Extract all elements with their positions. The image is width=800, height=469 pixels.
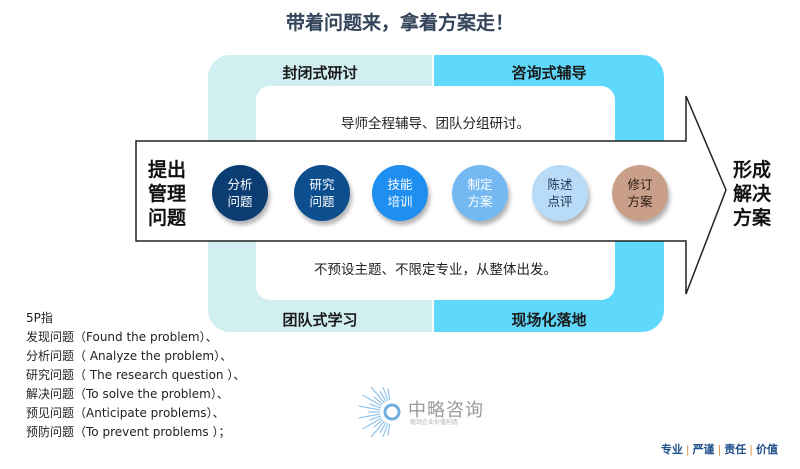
- label-onsite-implementation: 现场化落地: [511, 311, 587, 329]
- logo-subtitle: 驱动企业价值创造: [410, 419, 459, 426]
- step-line: 制定: [467, 177, 493, 192]
- label-closed-seminar: 封闭式研讨: [282, 64, 358, 82]
- label-consulting-coaching: 咨询式辅导: [511, 64, 587, 82]
- logo-ray: [370, 420, 385, 437]
- step-line: 问题: [309, 194, 335, 209]
- arrow-shape: [135, 95, 727, 295]
- step-circle: 制定方案: [452, 165, 508, 221]
- list-item: 解决问题（To solve the problem）、: [26, 387, 229, 401]
- logo-ray: [362, 417, 382, 430]
- page-title: 带着问题来，拿着方案走！: [285, 12, 514, 34]
- list-item: 分析问题（ Analyze the problem）、: [26, 349, 233, 363]
- logo-ray: [370, 387, 385, 404]
- step-circle: 分析问题: [212, 165, 268, 221]
- slogan: 专业|严谨|责任|价值: [660, 443, 778, 456]
- slogan-word: 严谨: [692, 443, 715, 456]
- step-circle: 修订方案: [612, 165, 668, 221]
- end-label: 形成 解决 方案: [733, 158, 771, 230]
- logo-sunburst-icon: [358, 387, 401, 437]
- logo-ray: [358, 405, 381, 411]
- list-item: 预防问题（To prevent problems ）；: [26, 425, 231, 439]
- start-label-line: 问题: [148, 207, 187, 229]
- step-circle: 陈述点评: [532, 165, 588, 221]
- list-item: 研究问题（ The research question ）、: [26, 368, 246, 382]
- logo-ray: [369, 415, 381, 421]
- step-line: 研究: [309, 177, 335, 192]
- logo-ray: [387, 388, 391, 401]
- step-line: 方案: [467, 194, 493, 209]
- step-line: 培训: [387, 194, 413, 209]
- label-team-learning: 团队式学习: [282, 311, 358, 329]
- step-circle: 技能培训: [372, 165, 428, 221]
- step-line: 点评: [547, 194, 573, 209]
- logo-ray: [379, 390, 387, 402]
- logo-ray: [373, 396, 384, 405]
- logo-ray: [387, 423, 391, 436]
- logo-ray: [369, 403, 381, 409]
- logo-ray: [362, 394, 382, 407]
- top-note: 导师全程辅导、团队分组研讨。: [341, 116, 530, 132]
- logo-ray: [358, 413, 381, 419]
- logo-name: 中略咨询: [408, 400, 484, 421]
- step-line: 方案: [627, 194, 653, 209]
- logo-ray: [382, 423, 389, 437]
- step-line: 技能: [387, 177, 413, 192]
- start-label-line: 管理: [148, 183, 187, 205]
- end-label-line: 方案: [733, 207, 772, 229]
- start-label-line: 提出: [148, 159, 187, 181]
- list-item: 发现问题（Found the problem）、: [26, 330, 218, 344]
- end-label-line: 解决: [733, 183, 772, 205]
- slogan-word: 责任: [724, 443, 747, 456]
- end-label-line: 形成: [733, 159, 772, 181]
- bottom-note: 不预设主题、不限定专业，从整体出发。: [314, 262, 557, 278]
- five-p-list: 5P指 发现问题（Found the problem）、 分析问题（ Analy…: [26, 309, 245, 442]
- logo-ray: [373, 419, 384, 428]
- list-item: 预见问题（Anticipate problems）、: [26, 406, 225, 420]
- start-label: 提出 管理 问题: [148, 158, 186, 230]
- step-line: 问题: [227, 194, 253, 209]
- list-heading: 5P指: [26, 311, 53, 325]
- step-line: 分析: [227, 177, 253, 192]
- slogan-word: 价值: [756, 443, 778, 456]
- logo-ray: [379, 422, 387, 434]
- step-line: 陈述: [547, 177, 573, 192]
- slogan-word: 专业: [660, 443, 683, 456]
- step-circle: 研究问题: [294, 165, 350, 221]
- step-line: 修订: [627, 177, 653, 192]
- logo-ray: [382, 387, 389, 401]
